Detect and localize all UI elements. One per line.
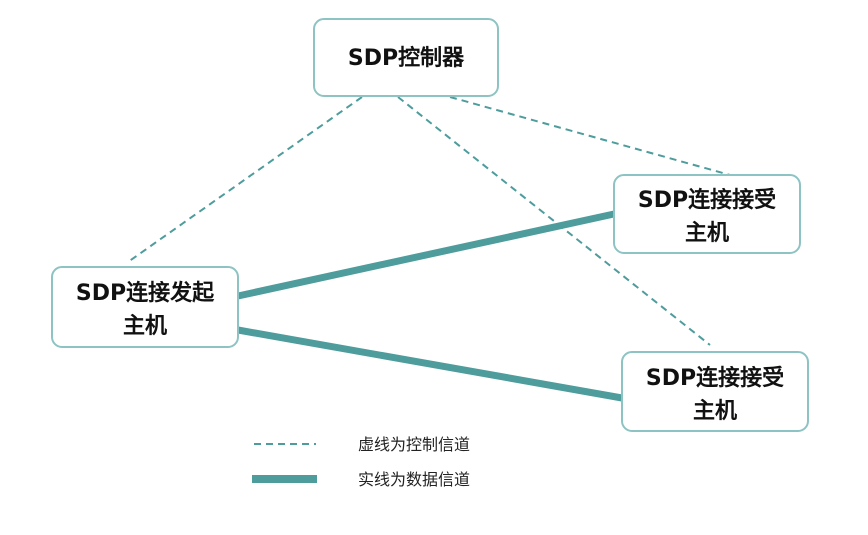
control-channel-controller-to-acceptor-1 [449,96,731,176]
sdp-acceptor-host-1-node: SDP连接接受 主机 [613,174,801,254]
sdp-acceptor-host-2-label-line2: 主机 [693,399,737,424]
control-channel-controller-to-initiator [127,96,363,263]
legend: 虚线为控制信道 实线为数据信道 [252,435,470,489]
control-channel-controller-to-acceptor-2 [397,96,711,346]
sdp-initiator-host-label-line2: 主机 [123,314,167,339]
legend-control-channel-label: 虚线为控制信道 [358,435,470,454]
sdp-acceptor-host-2-label-line1: SDP连接接受 [646,365,784,391]
legend-data-channel-label: 实线为数据信道 [358,470,470,489]
data-channel-initiator-to-acceptor-1 [237,210,615,300]
data-channel-initiator-to-acceptor-2 [237,326,623,402]
sdp-controller-label: SDP控制器 [348,45,465,71]
sdp-controller-node: SDP控制器 [313,18,499,97]
sdp-acceptor-host-2-node: SDP连接接受 主机 [621,351,809,432]
sdp-initiator-host-label-line1: SDP连接发起 [76,280,215,306]
sdp-acceptor-host-1-label-line1: SDP连接接受 [638,187,776,213]
sdp-acceptor-host-1-label-line2: 主机 [685,221,729,246]
sdp-initiator-host-node: SDP连接发起 主机 [51,266,239,348]
